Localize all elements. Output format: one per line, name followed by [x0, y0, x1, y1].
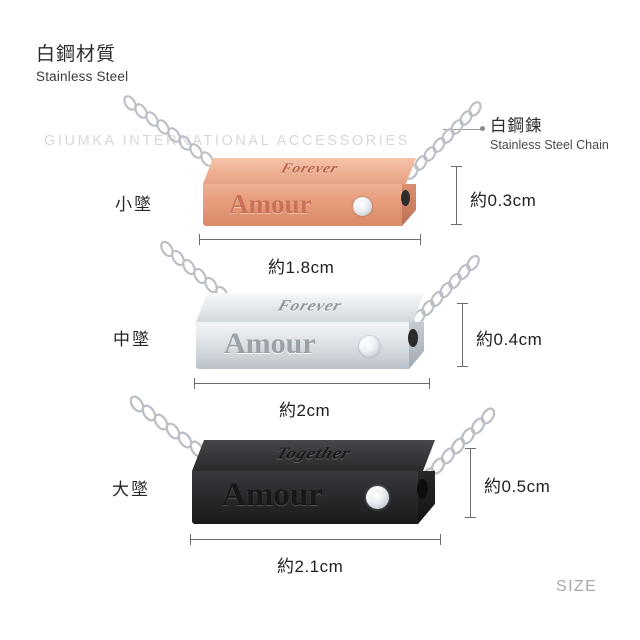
pendant-bar-medium: Forever Amour [196, 293, 424, 369]
dim-line-width-medium [194, 378, 430, 389]
pendant-bar-large: Together Amour [192, 440, 435, 524]
bar-front-face-small: Amour [203, 184, 402, 226]
engraving-front-large: Amour [222, 477, 323, 513]
bar-top-face-small: Forever [203, 158, 416, 184]
chain-label-en: Stainless Steel Chain [490, 138, 609, 152]
chain-right-medium [412, 245, 522, 327]
chain-callout: 白鋼鍊 Stainless Steel Chain [490, 112, 609, 152]
engraving-top-medium: Forever [275, 296, 345, 315]
gem-stone-medium [359, 336, 380, 357]
bar-top-face-medium: Forever [196, 293, 424, 322]
chain-label-cn: 白鋼鍊 [490, 117, 543, 135]
dim-label-width-small: 約1.8cm [268, 258, 335, 277]
material-title-cn: 白鋼材質 [36, 44, 117, 65]
engraving-front-small: Amour [229, 189, 312, 219]
bar-front-face-medium: Amour [196, 322, 409, 369]
bail-hole-small [401, 190, 410, 206]
bail-hole-medium [408, 329, 418, 347]
size-label-medium: 中墜 [113, 330, 151, 349]
size-watermark: SIZE [556, 578, 598, 595]
gem-stone-large [366, 486, 389, 509]
engraving-front-medium: Amour [224, 327, 316, 360]
dim-label-width-medium: 約2cm [279, 401, 331, 420]
chain-right-small [404, 100, 514, 180]
pendant-bar-small: Forever Amour [203, 158, 416, 226]
material-title-en: Stainless Steel [36, 68, 129, 84]
material-header: 白鋼材質 Stainless Steel [36, 44, 128, 84]
bail-hole-large [417, 479, 428, 499]
bar-top-face-large: Together [192, 440, 435, 471]
dim-line-height-large [465, 448, 476, 518]
size-label-small: 小墜 [115, 195, 153, 214]
brand-watermark: GIUMKA INTERNATIONAL ACCESSORIES [44, 133, 411, 149]
dim-label-height-small: 約0.3cm [470, 191, 537, 210]
gem-stone-small [353, 197, 372, 216]
dim-line-width-small [199, 234, 421, 245]
callout-leader-dot [480, 126, 485, 131]
callout-leader-line [443, 129, 483, 130]
chain-left-small [120, 95, 230, 176]
dim-line-height-medium [457, 303, 468, 367]
bar-front-face-large: Amour [192, 471, 418, 524]
dim-line-height-small [451, 166, 462, 225]
engraving-top-small: Forever [279, 161, 341, 177]
dim-label-width-large: 約2.1cm [277, 557, 344, 576]
dim-line-width-large [190, 534, 441, 545]
size-label-large: 大墜 [112, 480, 150, 499]
dim-label-height-medium: 約0.4cm [476, 330, 543, 349]
engraving-top-large: Together [273, 443, 354, 463]
dim-label-height-large: 約0.5cm [484, 477, 551, 496]
